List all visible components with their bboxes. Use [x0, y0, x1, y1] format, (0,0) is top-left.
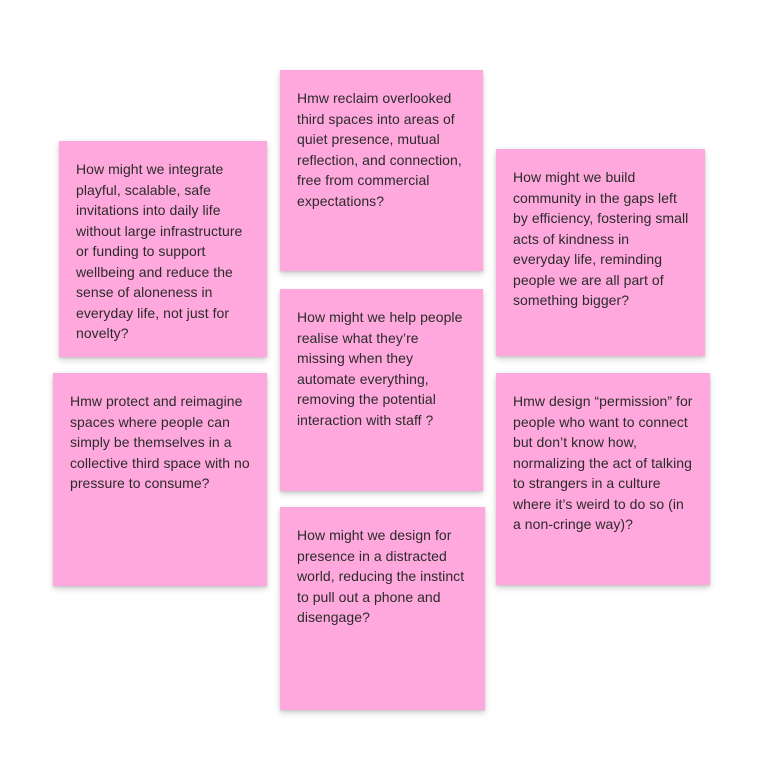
sticky-note-automation-missing[interactable]: How might we help people realise what th… [280, 289, 483, 491]
sticky-note-reclaim-third-spaces[interactable]: Hmw reclaim overlooked third spaces into… [280, 70, 483, 271]
sticky-note-text: Hmw design “permission” for people who w… [513, 393, 693, 532]
sticky-note-text: How might we design for presence in a di… [297, 527, 465, 625]
sticky-note-design-presence[interactable]: How might we design for presence in a di… [280, 507, 485, 710]
sticky-note-build-community[interactable]: How might we build community in the gaps… [496, 149, 705, 356]
sticky-note-design-permission[interactable]: Hmw design “permission” for people who w… [496, 373, 710, 585]
sticky-note-text: How might we build community in the gaps… [513, 169, 689, 308]
sticky-note-protect-spaces[interactable]: Hmw protect and reimagine spaces where p… [53, 373, 267, 586]
sticky-note-text: How might we help people realise what th… [297, 309, 463, 428]
sticky-note-text: How might we integrate playful, scalable… [76, 161, 243, 341]
sticky-note-text: Hmw protect and reimagine spaces where p… [70, 393, 250, 491]
sticky-note-text: Hmw reclaim overlooked third spaces into… [297, 90, 462, 209]
sticky-note-playful-invitations[interactable]: How might we integrate playful, scalable… [59, 141, 267, 357]
